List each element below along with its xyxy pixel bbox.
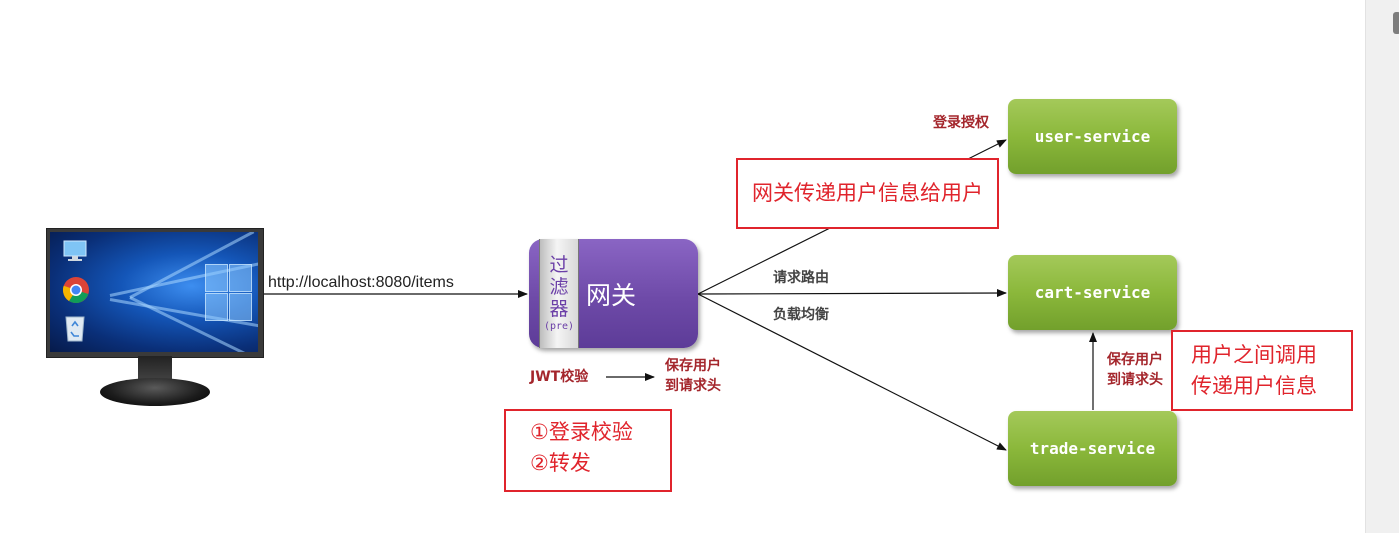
arrow-gateway-to-cart — [697, 289, 1007, 298]
gateway-label: 网关 — [586, 281, 637, 310]
service-calls-line-1: 用户之间调用 — [1191, 343, 1317, 367]
filter-char-3: 器 — [549, 297, 569, 320]
vertical-scrollbar[interactable] — [1365, 0, 1399, 533]
trade-save-user-line-2: 到请求头 — [1107, 372, 1163, 388]
gateway-pass-user-note: 网关传递用户信息给用户 — [736, 158, 999, 229]
scrollbar-thumb[interactable] — [1393, 12, 1399, 34]
windows-logo-icon — [205, 264, 252, 321]
desktop-screen — [50, 232, 258, 352]
monitor-stand-base — [100, 378, 210, 406]
pre-filter-tab: 过 滤 器 (pre) — [539, 239, 579, 348]
login-auth-label: 登录授权 — [933, 115, 989, 131]
gateway-save-user-label: 保存用户 到请求头 — [665, 356, 721, 396]
arrow-gateway-to-trade — [697, 293, 1007, 451]
recycle-bin-icon — [65, 316, 85, 342]
gateway-save-user-line-1: 保存用户 — [665, 358, 721, 374]
request-url-label: http://localhost:8080/items — [268, 274, 454, 291]
step-login-check: ①登录校验 — [530, 420, 633, 444]
trade-service-node: trade-service — [1008, 411, 1177, 486]
cart-service-node: cart-service — [1008, 255, 1177, 330]
jwt-check-label: JWT校验 — [530, 369, 589, 385]
chrome-icon — [62, 277, 89, 304]
trade-save-user-label: 保存用户 到请求头 — [1107, 350, 1163, 390]
filter-sub-label: (pre) — [543, 320, 575, 332]
service-calls-line-2: 传递用户信息 — [1191, 374, 1317, 398]
gateway-pass-user-text: 网关传递用户信息给用户 — [752, 181, 983, 205]
step-forward: ②转发 — [530, 451, 591, 475]
this-pc-icon — [63, 240, 87, 261]
service-calls-note: 用户之间调用 传递用户信息 — [1171, 330, 1353, 411]
filter-char-1: 过 — [549, 253, 569, 276]
gateway-save-user-line-2: 到请求头 — [665, 378, 721, 394]
gateway-steps-note: ①登录校验 ②转发 — [504, 409, 672, 492]
trade-save-user-line-1: 保存用户 — [1107, 352, 1163, 368]
monitor-stand-neck — [138, 356, 172, 382]
route-label: 请求路由 — [773, 270, 829, 286]
load-balance-label: 负载均衡 — [773, 307, 829, 323]
user-service-node: user-service — [1008, 99, 1177, 174]
filter-char-2: 滤 — [549, 275, 569, 298]
